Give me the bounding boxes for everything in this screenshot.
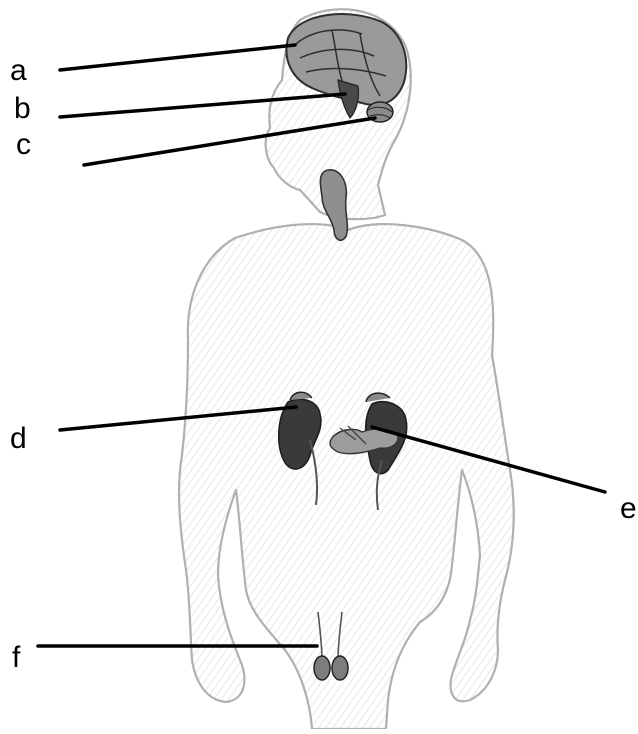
torso <box>179 224 514 729</box>
label-b: b <box>14 94 31 124</box>
human-figure-illustration <box>179 9 514 729</box>
leader-line-a <box>60 45 295 70</box>
label-d: d <box>10 424 27 454</box>
label-e: e <box>620 494 637 524</box>
label-a: a <box>10 56 27 86</box>
label-f: f <box>12 643 20 673</box>
label-c: c <box>16 130 31 160</box>
